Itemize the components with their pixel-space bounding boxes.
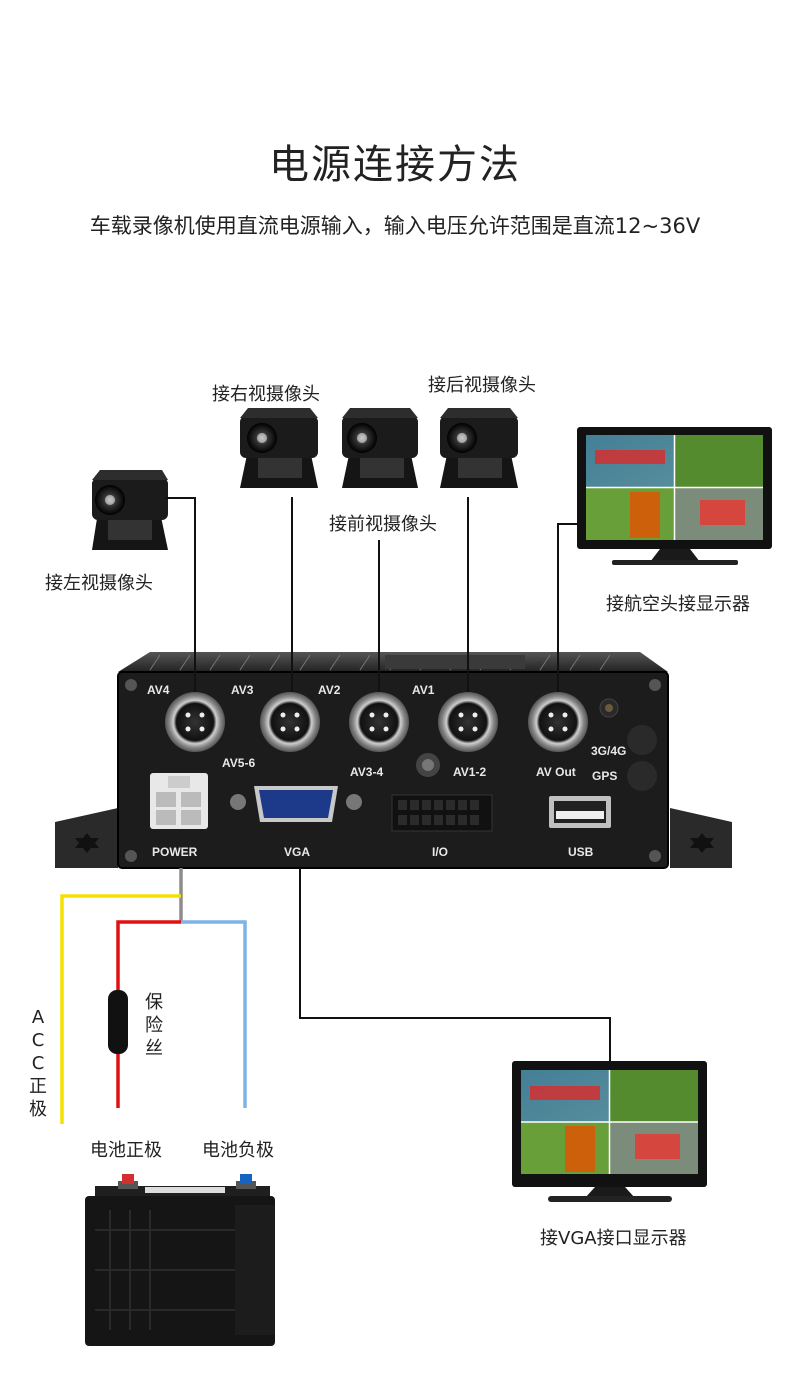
port-label-gps: GPS: [592, 769, 618, 783]
av3-connector: [260, 692, 320, 752]
port-label-av4: AV4: [147, 683, 170, 697]
right-camera-icon: [240, 408, 318, 488]
port-label-usb: USB: [568, 845, 594, 859]
battery-negative-label: 电池负极: [202, 1140, 274, 1161]
dvr-device: [55, 652, 732, 869]
rear-camera-icon: [440, 408, 518, 488]
fuse-label: 保 险 丝: [145, 992, 163, 1059]
av1-connector: [438, 692, 498, 752]
vga-monitor-label: 接VGA接口显示器: [540, 1228, 687, 1249]
port-label-av3: AV3: [231, 683, 254, 697]
right-camera-label: 接右视摄像头: [212, 384, 320, 405]
fuse-icon: [108, 990, 128, 1054]
front-camera-icon: [342, 408, 418, 488]
aviation-monitor-label: 接航空头接显示器: [606, 594, 750, 615]
page-subtitle: 车载录像机使用直流电源输入，输入电压允许范围是直流12~36V: [89, 214, 701, 238]
left-camera-icon: [92, 470, 168, 550]
rear-camera-label: 接后视摄像头: [428, 375, 536, 396]
aviation-monitor-icon: [577, 427, 772, 565]
battery-icon: [85, 1174, 275, 1346]
port-label-av1: AV1: [412, 683, 435, 697]
port-label-av56: AV5-6: [222, 756, 256, 770]
port-label-3g4g: 3G/4G: [591, 744, 627, 758]
battery-positive-label: 电池正极: [90, 1140, 162, 1161]
port-label-av2: AV2: [318, 683, 341, 697]
page-title: 电源连接方法: [269, 142, 521, 188]
left-camera-label: 接左视摄像头: [45, 573, 153, 594]
acc-label: A C C 正 极: [29, 1007, 47, 1120]
av-out-connector: [528, 692, 588, 752]
av4-connector: [165, 692, 225, 752]
vga-monitor-icon: [512, 1061, 707, 1202]
port-label-av34: AV3-4: [350, 765, 384, 779]
front-camera-label: 接前视摄像头: [329, 514, 437, 535]
port-label-av12: AV1-2: [453, 765, 487, 779]
signal-wires: [165, 497, 611, 1062]
port-label-vga: VGA: [284, 845, 311, 859]
port-label-avout: AV Out: [536, 765, 576, 779]
port-label-power: POWER: [152, 845, 198, 859]
av2-connector: [349, 692, 409, 752]
port-label-io: I/O: [432, 845, 449, 859]
